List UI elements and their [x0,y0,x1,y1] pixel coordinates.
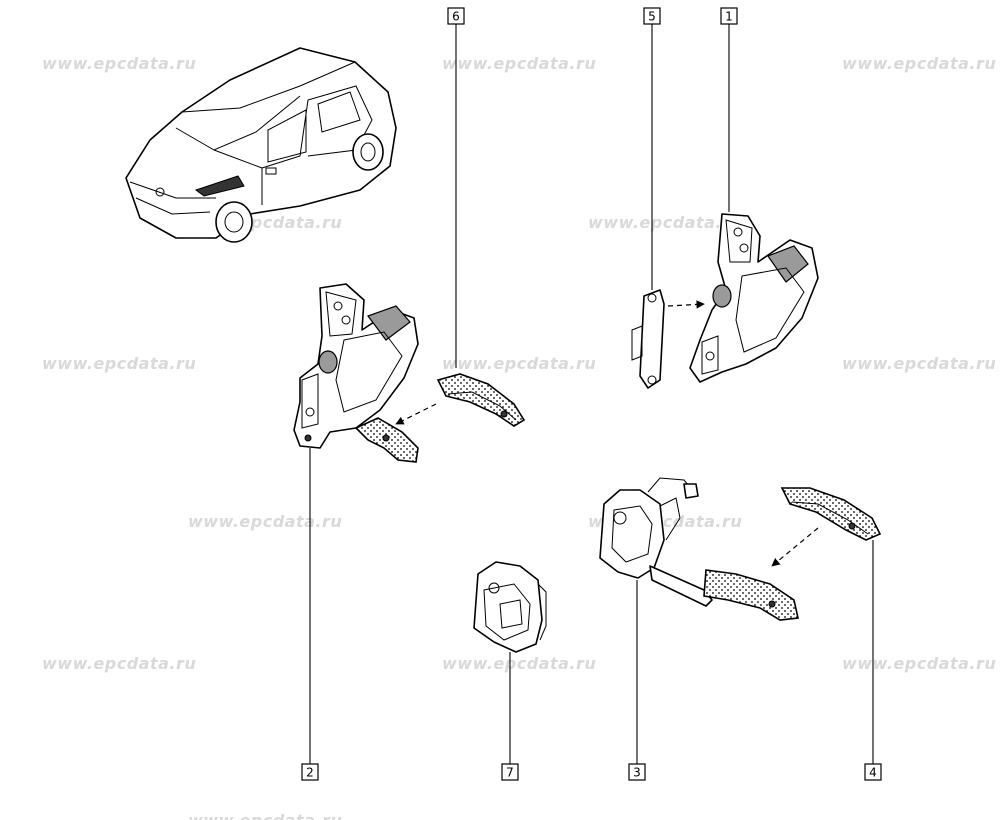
watermark: www.epcdata.ru [42,54,196,73]
callout-label: 2 [306,766,314,780]
watermark: www.epcdata.ru [442,54,596,73]
watermark: www.epcdata.ru [42,654,196,673]
pedal-assembly-1 [689,213,819,383]
watermark: www.epcdata.ru [842,54,996,73]
assembly-arrow [667,300,705,309]
pedal-pad-4 [780,487,882,541]
leader-lines [309,24,874,766]
callout-1: 1 [720,7,738,25]
bracket-7 [473,561,547,653]
watermark: www.epcdata.ru [188,512,342,531]
callout-3: 3 [628,763,646,781]
pedal-assembly-2 [293,283,419,463]
watermark: www.epcdata.ru [842,354,996,373]
callout-5: 5 [643,7,661,25]
pedal-pad-6 [436,373,526,427]
watermark: www.epcdata.ru [42,354,196,373]
callout-label: 5 [648,10,656,24]
watermark: www.epcdata.ru [188,811,342,820]
callout-label: 1 [725,10,733,24]
car-illustration [125,47,397,243]
callout-2: 2 [301,763,319,781]
watermark: www.epcdata.ru [588,213,742,232]
pedal-bracket-3 [599,477,799,621]
watermarks: www.epcdata.ru www.epcdata.ru www.epcdat… [42,54,996,820]
watermark: www.epcdata.ru [842,654,996,673]
callout-label: 7 [506,766,514,780]
link-rod-5 [631,289,665,389]
assembly-arrow [395,403,437,425]
callout-7: 7 [501,763,519,781]
callout-6: 6 [447,7,465,25]
assembly-arrow [771,527,819,567]
callout-label: 3 [633,766,641,780]
watermark: www.epcdata.ru [442,654,596,673]
callout-label: 6 [452,10,460,24]
callout-label: 4 [869,766,877,780]
callout-4: 4 [864,763,882,781]
watermark: www.epcdata.ru [442,354,596,373]
